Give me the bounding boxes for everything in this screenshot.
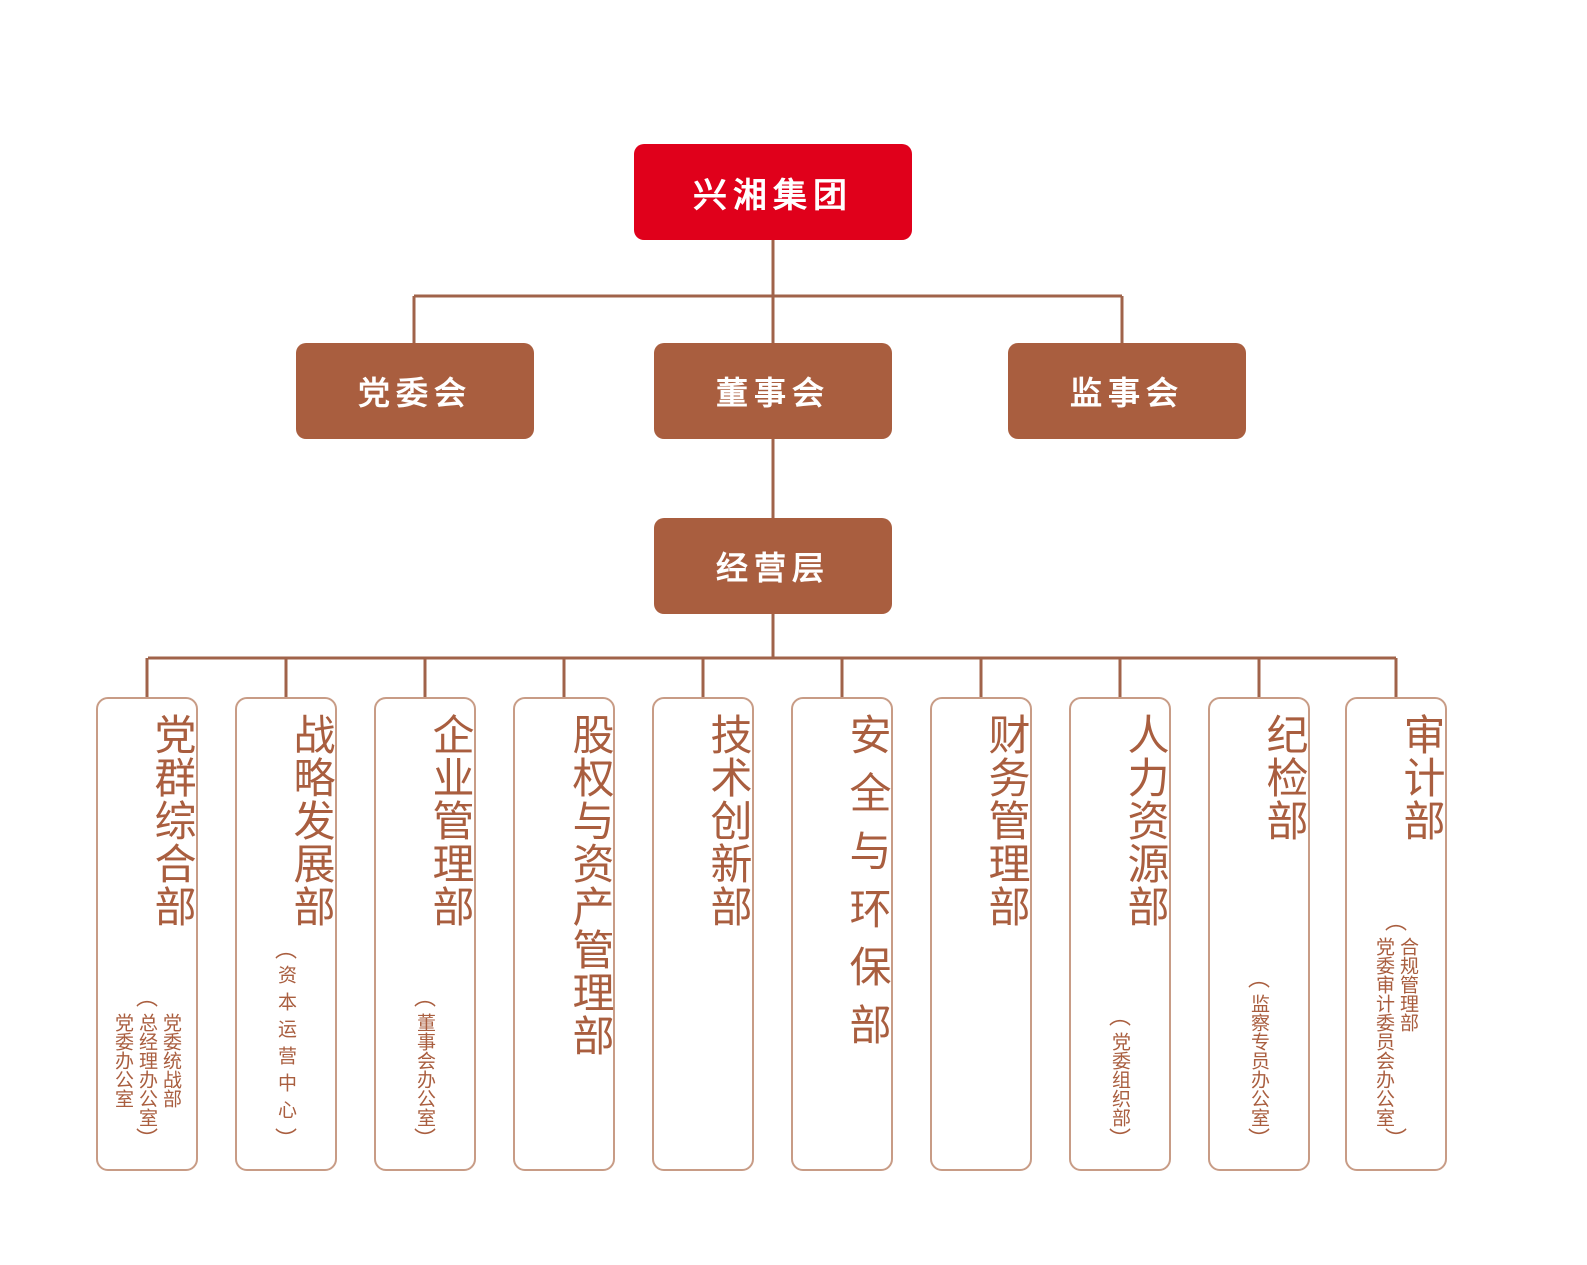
- department-name: 党群综合部: [148, 713, 197, 928]
- department-name: 纪检部: [1260, 713, 1309, 842]
- department-subtitle: ︵ 监察专员办公室 ︶: [1247, 967, 1270, 1153]
- department-subtitle-line: 党委组织部: [1109, 1032, 1131, 1127]
- department-subtitle-line: 监察专员办公室: [1248, 994, 1270, 1127]
- management-node: 经营层: [654, 518, 892, 614]
- party-committee-node: 党委会: [296, 343, 534, 439]
- department-subtitle-line: 党委办公室: [112, 1013, 134, 1108]
- department-discipline-inspection: 纪检部 ︵ 监察专员办公室 ︶: [1208, 697, 1310, 1171]
- department-name: 安全与环保部: [843, 713, 892, 1061]
- department-subtitle: ︵ 董事会办公室 ︶: [413, 986, 436, 1153]
- department-name: 技术创新部: [704, 713, 753, 928]
- board-of-directors-label: 董事会: [715, 374, 830, 412]
- department-subtitle-line: 党委审计委员会办公室: [1373, 937, 1395, 1127]
- department-safety-environment: 安全与环保部: [791, 697, 893, 1171]
- department-subtitle-line: 总经理办公室: [136, 1013, 158, 1127]
- supervisory-board-node: 监事会: [1008, 343, 1246, 439]
- department-enterprise-management: 企业管理部 ︵ 董事会办公室 ︶: [374, 697, 476, 1171]
- department-name: 人力资源部: [1121, 713, 1170, 928]
- department-name: 企业管理部: [426, 713, 475, 928]
- department-name: 财务管理部: [982, 713, 1031, 928]
- department-technology-innovation: 技术创新部: [652, 697, 754, 1171]
- supervisory-board-label: 监事会: [1069, 374, 1184, 412]
- department-subtitle: ︵ 合规管理部 党委审计委员会办公室 ︶: [1373, 910, 1419, 1153]
- department-subtitle: ︵ 资本运营中心 ︶: [274, 938, 297, 1153]
- department-name: 战略发展部: [287, 713, 336, 928]
- department-party-mass-general: 党群综合部 ︵ 党委统战部 总经理办公室 党委办公室 ︶: [96, 697, 198, 1171]
- department-subtitle-line: 党委统战部: [160, 1013, 182, 1108]
- department-subtitle-line: 董事会办公室: [414, 1013, 436, 1127]
- party-committee-label: 党委会: [357, 374, 472, 412]
- department-equity-asset-management: 股权与资产管理部: [513, 697, 615, 1171]
- group-root-label: 兴湘集团: [693, 175, 853, 216]
- department-subtitle: ︵ 党委组织部 ︶: [1108, 1005, 1131, 1153]
- department-finance-management: 财务管理部: [930, 697, 1032, 1171]
- department-subtitle: ︵ 党委统战部 总经理办公室 党委办公室 ︶: [112, 986, 182, 1153]
- department-subtitle-line: 合规管理部: [1397, 937, 1419, 1032]
- department-human-resources: 人力资源部 ︵ 党委组织部 ︶: [1069, 697, 1171, 1171]
- department-audit: 审计部 ︵ 合规管理部 党委审计委员会办公室 ︶: [1345, 697, 1447, 1171]
- department-name: 股权与资产管理部: [566, 713, 615, 1057]
- department-subtitle-line: 资本运营中心: [275, 965, 297, 1127]
- board-of-directors-node: 董事会: [654, 343, 892, 439]
- department-strategy-development: 战略发展部 ︵ 资本运营中心 ︶: [235, 697, 337, 1171]
- department-name: 审计部: [1397, 713, 1446, 842]
- group-root-node: 兴湘集团: [634, 144, 912, 240]
- management-label: 经营层: [715, 549, 830, 587]
